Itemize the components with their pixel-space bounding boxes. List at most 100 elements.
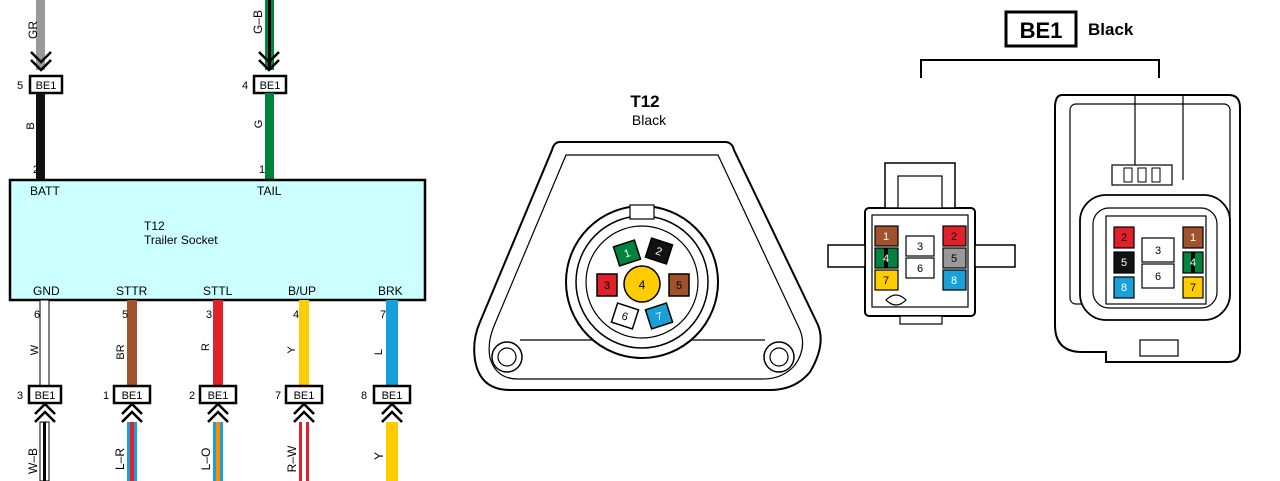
wire-code-label: G–B <box>251 10 265 34</box>
svg-text:4: 4 <box>639 278 646 292</box>
svg-text:1: 1 <box>623 247 633 260</box>
svg-text:6: 6 <box>1155 271 1161 283</box>
terminal-pin: 4 <box>293 309 299 321</box>
socket-pin-3[interactable]: 3 <box>596 273 618 297</box>
socket-view[interactable]: T12 Black 1 2 3 4 <box>473 92 822 391</box>
be1-right-cavity-8[interactable]: 8 <box>1113 276 1135 299</box>
wire-color-label: Y <box>286 346 298 354</box>
socket-inner-outline <box>488 154 804 380</box>
be1-left-cavity-4[interactable]: 4 <box>874 247 899 269</box>
schematic: GR BE1 5 B 2 G–B BE1 4 G 1 BATT <box>8 0 427 481</box>
connector-tag: BE1 <box>382 390 403 402</box>
socket-color: Black <box>632 112 667 128</box>
wire-code-label: R–W <box>285 445 299 472</box>
component-box[interactable]: BATT TAIL T12 Trailer Socket GND STTR ST… <box>8 178 427 302</box>
connector-pin: 7 <box>275 390 281 402</box>
svg-text:2: 2 <box>951 231 957 243</box>
wire-color-label: R <box>200 343 212 351</box>
be1-right-cavity-3[interactable]: 3 <box>1141 237 1175 263</box>
downstream-wire-r[interactable]: 3 R BE1 2 L–O <box>189 300 238 481</box>
svg-text:7: 7 <box>655 310 665 323</box>
connector-tag: BE1 <box>294 390 315 402</box>
svg-text:7: 7 <box>1190 282 1196 294</box>
svg-text:2: 2 <box>1121 232 1127 244</box>
be1-right-cavity-2[interactable]: 2 <box>1113 226 1135 249</box>
svg-text:5: 5 <box>676 280 682 292</box>
wire-code-label: Y <box>372 452 386 460</box>
terminal-pin: 2 <box>33 164 39 176</box>
socket-pin-6[interactable]: 6 <box>610 302 640 330</box>
svg-text:4: 4 <box>883 253 889 265</box>
wire-color-label: G <box>253 120 265 129</box>
be1-left-connector[interactable]: 1 2 3 4 5 6 7 8 <box>827 162 1016 325</box>
socket-pin-7[interactable]: 7 <box>644 302 674 330</box>
wire-color-label: L <box>373 349 385 355</box>
svg-text:4: 4 <box>1190 257 1196 269</box>
be1-right-cavity-6[interactable]: 6 <box>1141 263 1175 289</box>
wire-code-label: W–B <box>26 448 40 474</box>
socket-pin-1[interactable]: 1 <box>612 239 642 267</box>
svg-text:5: 5 <box>951 253 957 265</box>
wire-code-label: L–O <box>199 448 213 471</box>
be1-left-cavity-6[interactable]: 6 <box>905 257 935 279</box>
socket-pin-2[interactable]: 2 <box>644 237 674 265</box>
terminal-name-bup: B/UP <box>288 284 316 298</box>
wire-color-label: W <box>29 344 41 355</box>
svg-text:1: 1 <box>883 231 889 243</box>
terminal-name-brk: BRK <box>378 284 403 298</box>
terminal-name-gnd: GND <box>33 284 60 298</box>
terminal-pin: 5 <box>122 309 128 321</box>
upstream-wire-gr[interactable]: GR BE1 5 B 2 <box>17 0 64 180</box>
connector-pin: 1 <box>103 390 109 402</box>
component-name: Trailer Socket <box>144 233 218 247</box>
svg-text:1: 1 <box>1190 232 1196 244</box>
svg-text:8: 8 <box>1121 282 1127 294</box>
be1-left-cavity-2[interactable]: 2 <box>942 225 967 247</box>
wire-color-label: B <box>25 122 37 129</box>
svg-text:3: 3 <box>1155 245 1161 257</box>
socket-pin-4[interactable]: 4 <box>623 265 661 303</box>
wire-color-label: BR <box>115 344 127 359</box>
downstream-wire-br[interactable]: 5 BR BE1 1 L–R <box>103 300 152 481</box>
connector-pin: 5 <box>17 80 23 92</box>
be1-left-cavity-8[interactable]: 8 <box>942 269 967 291</box>
be1-left-cavity-3[interactable]: 3 <box>905 235 935 257</box>
terminal-name-batt: BATT <box>30 184 60 198</box>
be1-right-cavity-5[interactable]: 5 <box>1113 251 1135 274</box>
connector-tag: BE1 <box>36 80 57 92</box>
svg-text:8: 8 <box>951 275 957 287</box>
be1-right-cavity-1[interactable]: 1 <box>1182 226 1204 249</box>
be1-right-cavity-7[interactable]: 7 <box>1182 276 1204 299</box>
downstream-wire-l[interactable]: 7 L BE1 8 Y <box>361 300 412 481</box>
svg-text:3: 3 <box>917 241 923 253</box>
svg-text:7: 7 <box>883 275 889 287</box>
be1-title: BE1 <box>1020 18 1063 43</box>
socket-title: T12 <box>630 92 659 111</box>
be1-right-cavity-4[interactable]: 4 <box>1182 251 1204 274</box>
connector-tag: BE1 <box>35 390 56 402</box>
be1-left-cavity-5[interactable]: 5 <box>942 247 967 269</box>
connector-tag: BE1 <box>122 390 143 402</box>
be1-left-cavity-1[interactable]: 1 <box>874 225 899 247</box>
svg-text:6: 6 <box>620 310 630 323</box>
svg-text:5: 5 <box>1121 257 1127 269</box>
be1-header: BE1 Black <box>920 10 1160 78</box>
be1-right-connector[interactable]: 1 2 3 4 5 6 7 8 <box>1054 94 1241 363</box>
terminal-name-tail: TAIL <box>257 184 282 198</box>
terminal-pin: 1 <box>259 164 265 176</box>
downstream-wire-y[interactable]: 4 Y BE1 7 R–W <box>275 300 324 481</box>
upstream-wire-gb[interactable]: G–B BE1 4 G 1 <box>242 0 288 180</box>
wire-code-label: GR <box>26 21 40 39</box>
terminal-pin: 3 <box>206 309 212 321</box>
svg-text:2: 2 <box>654 245 664 258</box>
socket-pin-5[interactable]: 5 <box>668 273 690 297</box>
downstream-wire-w[interactable]: 6 W BE1 3 W–B <box>17 299 63 481</box>
be1-color: Black <box>1088 20 1134 39</box>
connector-pin: 8 <box>361 390 367 402</box>
connector-pin: 4 <box>242 80 248 92</box>
svg-text:3: 3 <box>604 280 610 292</box>
connector-pin: 3 <box>17 390 23 402</box>
be1-left-cavity-7[interactable]: 7 <box>874 269 899 291</box>
terminal-name-sttr: STTR <box>116 284 148 298</box>
